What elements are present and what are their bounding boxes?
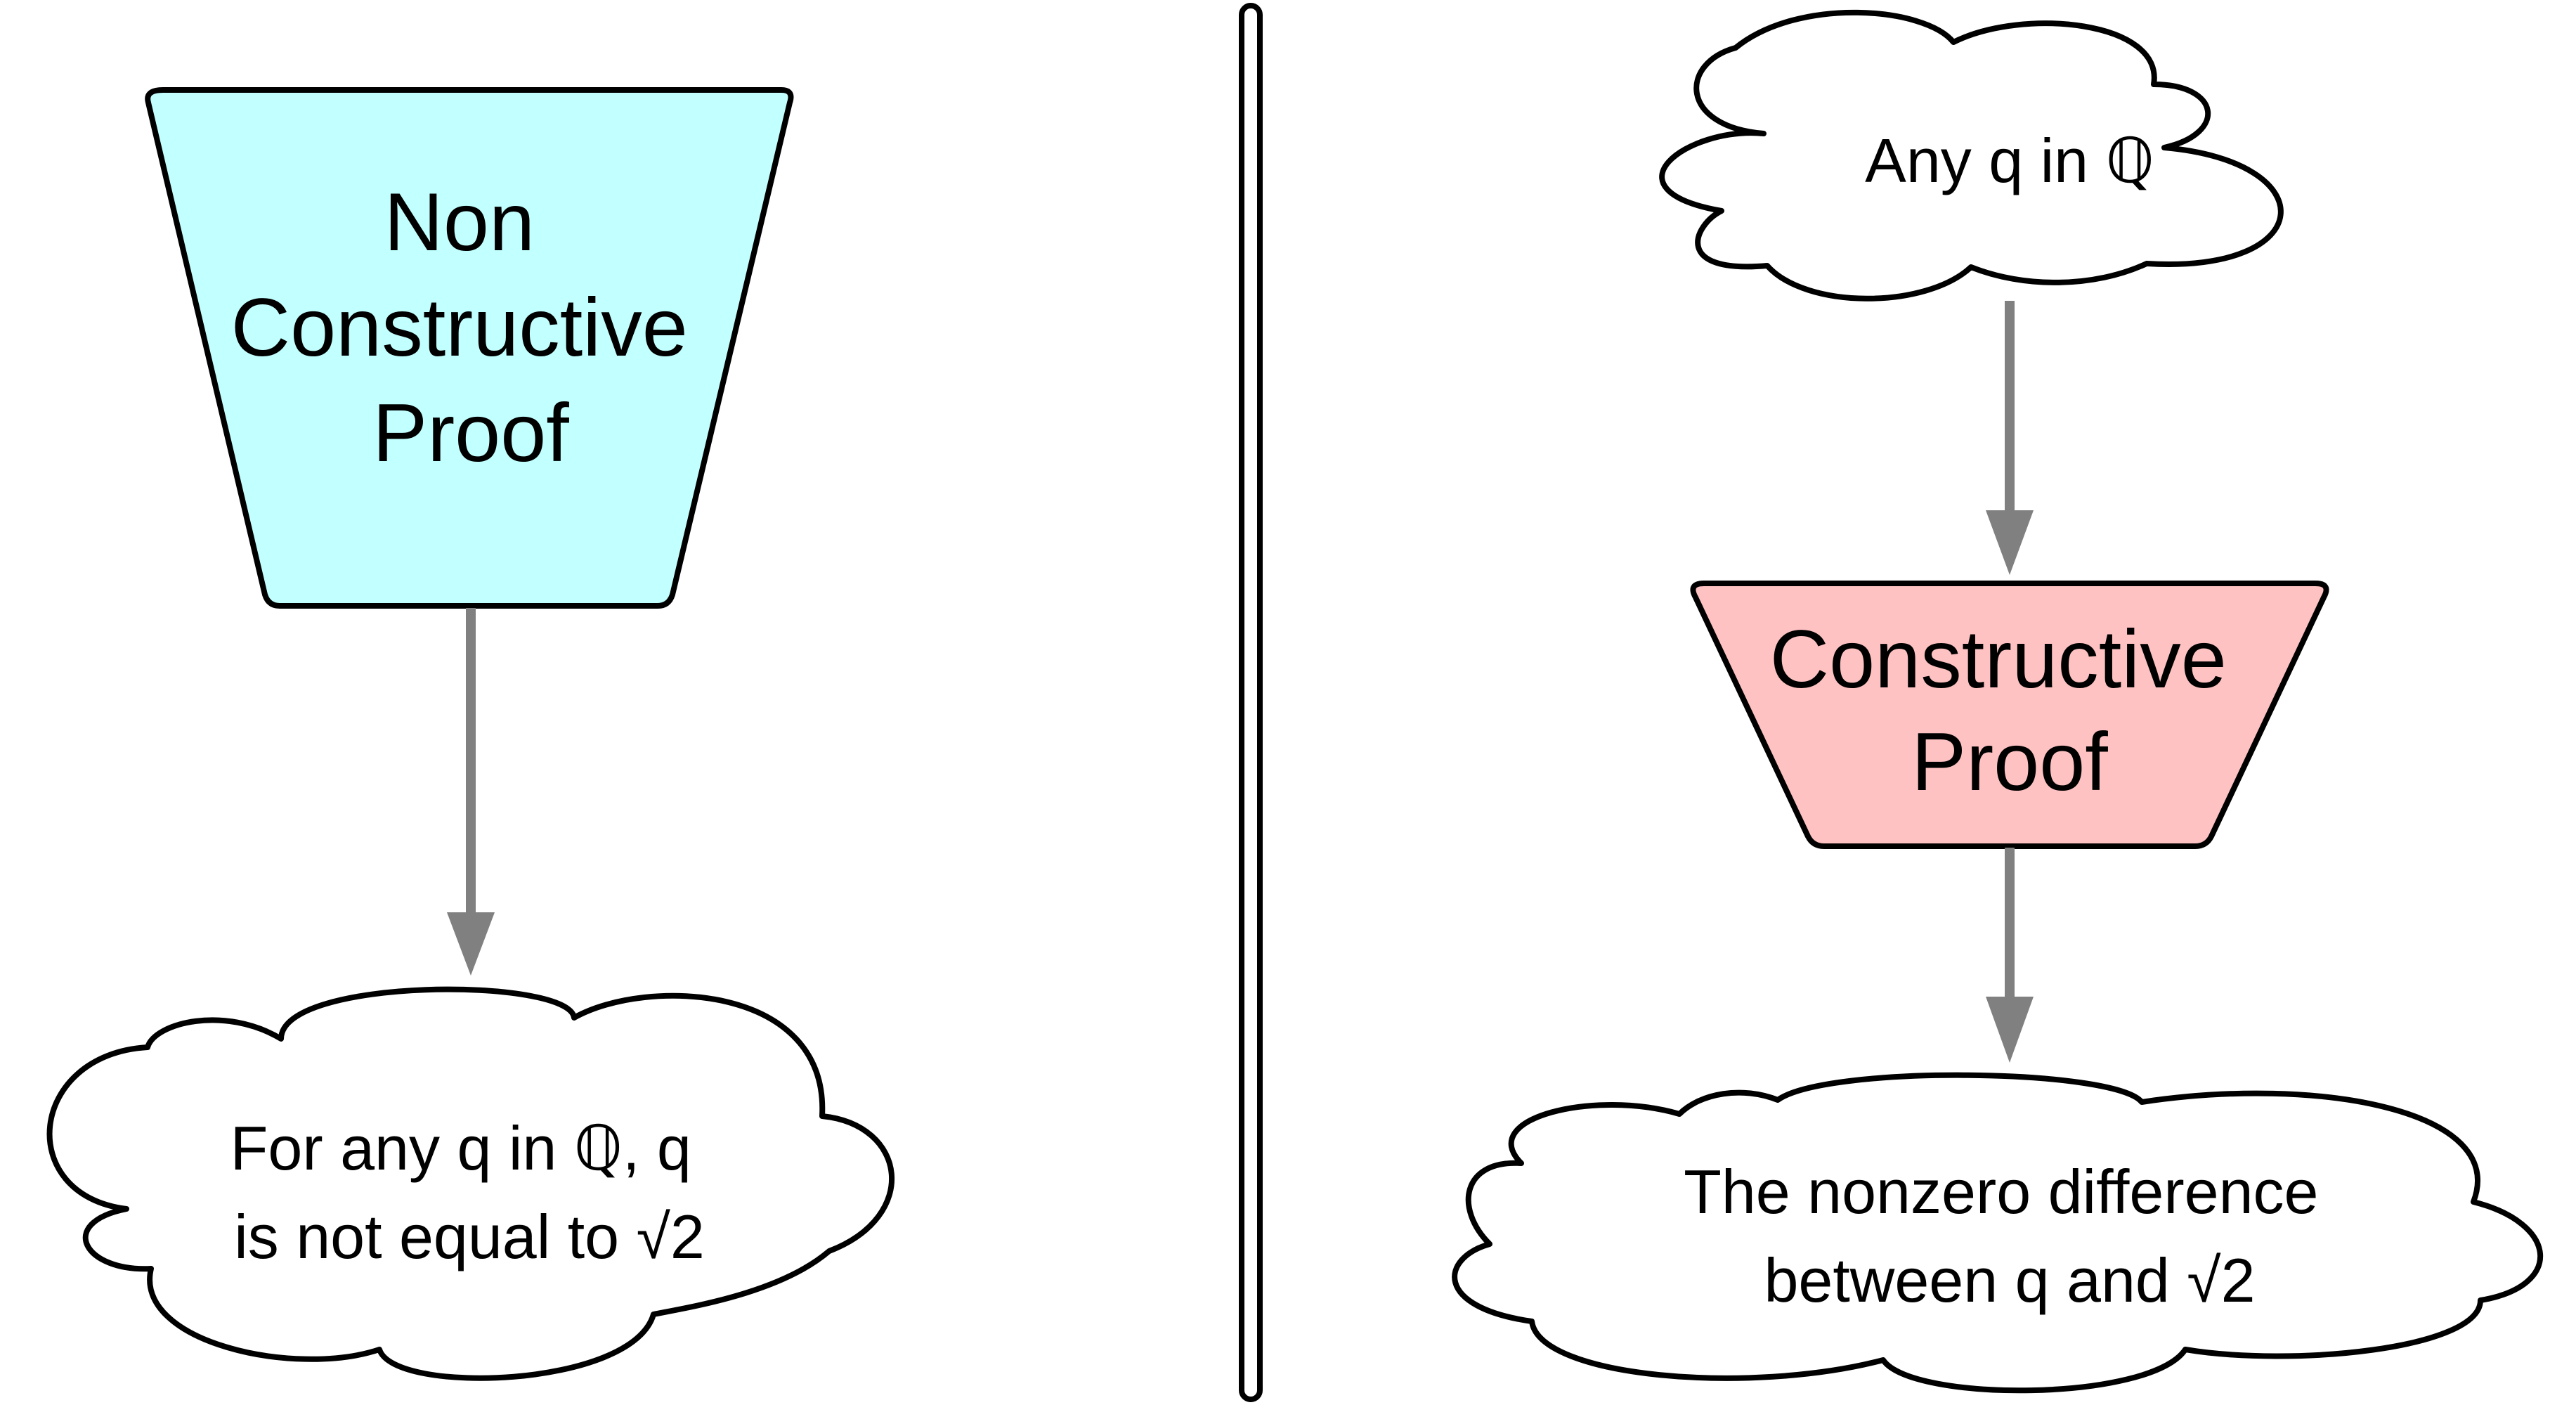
any-q-line-1: Any q in ℚ [1865, 126, 2154, 195]
nonzero-difference-line-1: The nonzero difference [1684, 1157, 2318, 1226]
edge-right-input-to-proof-arrowhead [1986, 510, 2034, 575]
constructive-proof-node[interactable]: Constructive Proof [1690, 581, 2329, 849]
non-constructive-proof-node[interactable]: Non Constructive Proof [145, 87, 794, 609]
non-constructive-proof-shape [145, 87, 794, 609]
edge-right-input-to-proof [1986, 301, 2034, 575]
non-constructive-proof-line-2: Constructive [231, 281, 688, 373]
non-constructive-proof-line-1: Non [384, 176, 535, 268]
for-any-q-line-1: For any q in ℚ, q [230, 1113, 691, 1183]
constructive-proof-line-1: Constructive [1770, 613, 2227, 705]
svg-text:For any q in ℚ, q is n: For any q in ℚ, q is not equal to √2 [230, 1113, 709, 1271]
right-panel: Any q in ℚ Constructive Proof The nonzer… [1452, 9, 2544, 1394]
for-any-q-cloud-shape [46, 986, 895, 1381]
edge-right-proof-to-result [1986, 848, 2034, 1063]
nonzero-difference-line-2: between q and √2 [1764, 1245, 2255, 1315]
non-constructive-proof-line-3: Proof [372, 387, 569, 479]
for-any-q-line-2: is not equal to √2 [234, 1202, 705, 1271]
nonzero-difference-cloud-node[interactable]: The nonzero difference between q and √2 [1452, 1072, 2544, 1394]
any-q-cloud-shape [1659, 9, 2284, 302]
edge-left-proof-to-result-arrowhead [447, 912, 495, 976]
nonzero-difference-cloud-shape [1452, 1072, 2544, 1394]
panel-divider [1239, 3, 1263, 1402]
edge-right-proof-to-result-arrowhead [1986, 997, 2034, 1063]
svg-text:Any q in ℚ: Any q in ℚ [1865, 126, 2154, 195]
for-any-q-cloud-node[interactable]: For any q in ℚ, q is not equal to √2 [46, 986, 895, 1381]
svg-text:Non Constructive: Non Constructive Proof [231, 176, 711, 479]
edge-left-proof-to-result [447, 608, 495, 976]
constructive-proof-shape [1690, 581, 2329, 849]
constructive-proof-line-2: Proof [1911, 716, 2108, 808]
left-panel: Non Constructive Proof For any q in ℚ, q… [46, 87, 895, 1381]
any-q-cloud-node[interactable]: Any q in ℚ [1659, 9, 2284, 302]
svg-text:Constructive Proof: Constructive Proof [1770, 613, 2250, 808]
svg-text:The nonzero difference: The nonzero difference between q and √2 [1684, 1157, 2336, 1315]
